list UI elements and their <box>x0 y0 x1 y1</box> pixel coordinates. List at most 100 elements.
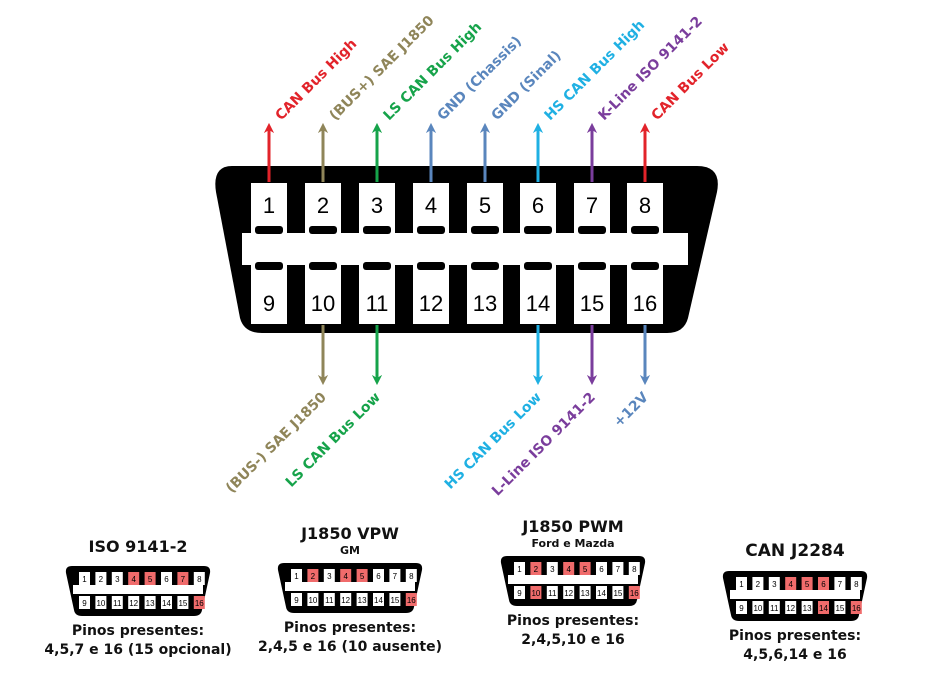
pin-number-7: 7 <box>586 193 598 218</box>
mini-pin-3 <box>111 572 123 585</box>
protocol-title: J1850 VPW <box>301 524 399 543</box>
pin-number-16: 16 <box>633 291 657 316</box>
mini-pin-number-14: 14 <box>374 596 383 605</box>
protocol-pins-label: Pinos presentes: <box>728 628 862 644</box>
mini-pin-number-8: 8 <box>632 565 637 574</box>
mini-pin-2 <box>95 572 107 585</box>
mini-pin-number-14: 14 <box>819 604 828 613</box>
pin-nub-8 <box>631 226 659 234</box>
mini-pin-number-7: 7 <box>616 565 621 574</box>
mini-pin-number-4: 4 <box>131 575 136 584</box>
protocol-title: ISO 9141-2 <box>88 537 188 556</box>
protocol-subtitle: Ford e Mazda <box>531 537 615 550</box>
pin-cell-12 <box>413 262 449 324</box>
mini-pin-6 <box>596 562 607 575</box>
mini-pin-14 <box>161 596 172 609</box>
mini-pin-number-12: 12 <box>129 599 138 608</box>
mini-pin-8 <box>628 562 640 575</box>
pin-nub-12 <box>417 262 445 270</box>
pin-cell-10 <box>305 262 341 324</box>
label-pin-2: (BUS+) SAE J1850 <box>327 13 438 124</box>
mini-pin-number-13: 13 <box>358 596 367 605</box>
mini-pin-15 <box>834 601 846 614</box>
mini-pin-16 <box>850 601 862 614</box>
mini-pin-number-10: 10 <box>531 589 540 598</box>
mini-pin-3 <box>323 569 335 582</box>
pin-number-14: 14 <box>526 291 550 316</box>
mini-pin-16 <box>193 596 205 609</box>
mini-pin-11 <box>546 586 558 599</box>
mini-pin-1 <box>291 569 302 582</box>
mini-pin-8 <box>193 572 205 585</box>
mini-pin-number-1: 1 <box>739 580 744 589</box>
pin-number-11: 11 <box>366 291 389 316</box>
mini-pin-number-7: 7 <box>838 580 843 589</box>
mini-pin-number-2: 2 <box>534 565 539 574</box>
label-pin-11: LS CAN Bus Low <box>283 389 384 490</box>
mini-pin-number-11: 11 <box>325 596 334 605</box>
mini-pin-number-13: 13 <box>581 589 590 598</box>
pin-nub-1 <box>255 226 283 234</box>
mini-pin-number-7: 7 <box>181 575 186 584</box>
pin-number-5: 5 <box>479 193 491 218</box>
mini-pin-7 <box>177 572 189 585</box>
pin-number-12: 12 <box>419 291 443 316</box>
mini-pin-3 <box>768 577 780 590</box>
mini-pin-number-16: 16 <box>195 599 204 608</box>
connector-channel <box>242 233 688 265</box>
mini-pin-9 <box>514 586 525 599</box>
label-pin-15: L-Line ISO 9141-2 <box>489 390 599 500</box>
mini-pin-number-4: 4 <box>788 580 793 589</box>
mini-pin-number-9: 9 <box>739 604 744 613</box>
pin-arrows <box>263 122 651 386</box>
mini-pin-number-12: 12 <box>786 604 795 613</box>
mini-pin-14 <box>596 586 607 599</box>
protocol-pins-text: 2,4,5 e 16 (10 ausente) <box>257 639 442 655</box>
mini-pin-number-14: 14 <box>162 599 171 608</box>
pin-nub-7 <box>578 226 606 234</box>
mini-pin-number-1: 1 <box>82 575 87 584</box>
mini-pin-number-4: 4 <box>343 572 348 581</box>
mini-pin-3 <box>546 562 558 575</box>
mini-pin-number-13: 13 <box>803 604 812 613</box>
mini-pin-9 <box>291 593 302 606</box>
mini-pin-6 <box>161 572 172 585</box>
mini-pin-number-1: 1 <box>294 572 299 581</box>
mini-pin-5 <box>579 562 591 575</box>
pin-nub-2 <box>309 226 337 234</box>
mini-pin-number-3: 3 <box>772 580 777 589</box>
label-pin-10: (BUS-) SAE J1850 <box>223 389 330 496</box>
pin-number-13: 13 <box>473 291 497 316</box>
mini-pin-8 <box>850 577 862 590</box>
protocol-pins-label: Pinos presentes: <box>506 613 640 629</box>
mini-pin-number-2: 2 <box>311 572 316 581</box>
mini-pin-number-5: 5 <box>148 575 153 584</box>
mini-connector-channel <box>508 575 638 584</box>
protocol-pins-label: Pinos presentes: <box>283 620 417 636</box>
mini-pin-number-11: 11 <box>113 599 122 608</box>
pin-nub-16 <box>631 262 659 270</box>
mini-pin-2 <box>530 562 542 575</box>
mini-pin-14 <box>373 593 384 606</box>
mini-pin-13 <box>801 601 813 614</box>
label-pin-6: HS CAN Bus High <box>542 17 649 124</box>
mini-pin-number-9: 9 <box>294 596 299 605</box>
mini-pin-15 <box>612 586 624 599</box>
mini-pin-number-5: 5 <box>583 565 588 574</box>
mini-pin-6 <box>818 577 829 590</box>
mini-pin-number-6: 6 <box>376 572 381 581</box>
mini-pin-11 <box>768 601 780 614</box>
mini-pin-13 <box>144 596 156 609</box>
pin-number-6: 6 <box>532 193 544 218</box>
pin-number-15: 15 <box>580 291 604 316</box>
mini-pin-number-5: 5 <box>360 572 365 581</box>
mini-pin-number-3: 3 <box>327 572 332 581</box>
mini-pin-number-15: 15 <box>178 599 187 608</box>
mini-connector-channel <box>285 582 415 591</box>
mini-pin-7 <box>389 569 401 582</box>
pin-nub-14 <box>524 262 552 270</box>
